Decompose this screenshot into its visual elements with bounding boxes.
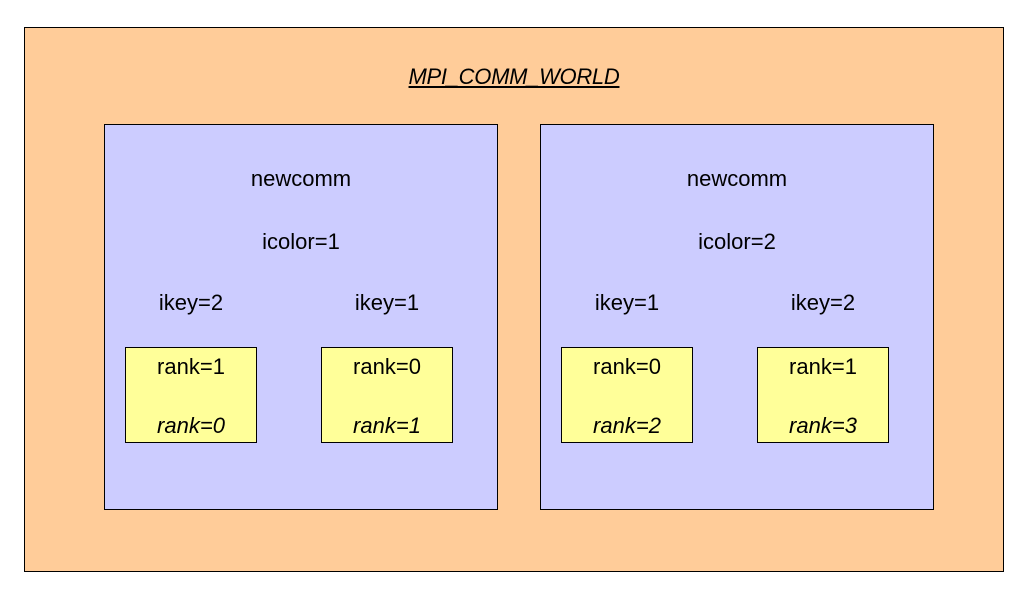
- new-rank-label: rank=1: [789, 354, 857, 379]
- process-group: ikey=1 rank=0 rank=2: [561, 290, 693, 443]
- process-box: rank=0 rank=2: [561, 347, 693, 443]
- newcomm-label: newcomm: [686, 166, 788, 191]
- process-group: ikey=2 rank=1 rank=0: [125, 290, 257, 443]
- newcomm-box-color-2: newcomm icolor=2 ikey=1 rank=0 rank=2 ik…: [540, 124, 934, 510]
- process-group: ikey=2 rank=1 rank=3: [757, 290, 889, 443]
- world-title: MPI_COMM_WORLD: [408, 64, 620, 89]
- new-rank-label: rank=0: [353, 354, 421, 379]
- process-box: rank=1 rank=0: [125, 347, 257, 443]
- newcomm-label: newcomm: [250, 166, 352, 191]
- process-box: rank=1 rank=3: [757, 347, 889, 443]
- new-rank-label: rank=1: [157, 354, 225, 379]
- world-rank-label: rank=0: [157, 413, 225, 438]
- ikey-label: ikey=1: [594, 290, 660, 315]
- ikey-label: ikey=2: [790, 290, 856, 315]
- newcomm-box-color-1: newcomm icolor=1 ikey=2 rank=1 rank=0 ik…: [104, 124, 498, 510]
- ikey-label: ikey=2: [158, 290, 224, 315]
- new-rank-label: rank=0: [593, 354, 661, 379]
- icolor-label: icolor=2: [698, 229, 776, 254]
- ikey-label: ikey=1: [354, 290, 420, 315]
- world-rank-label: rank=2: [593, 413, 661, 438]
- process-group: ikey=1 rank=0 rank=1: [321, 290, 453, 443]
- world-rank-label: rank=3: [789, 413, 857, 438]
- process-box: rank=0 rank=1: [321, 347, 453, 443]
- world-rank-label: rank=1: [353, 413, 421, 438]
- mpi-comm-world-box: MPI_COMM_WORLD newcomm icolor=1 ikey=2 r…: [24, 27, 1004, 572]
- icolor-label: icolor=1: [262, 229, 340, 254]
